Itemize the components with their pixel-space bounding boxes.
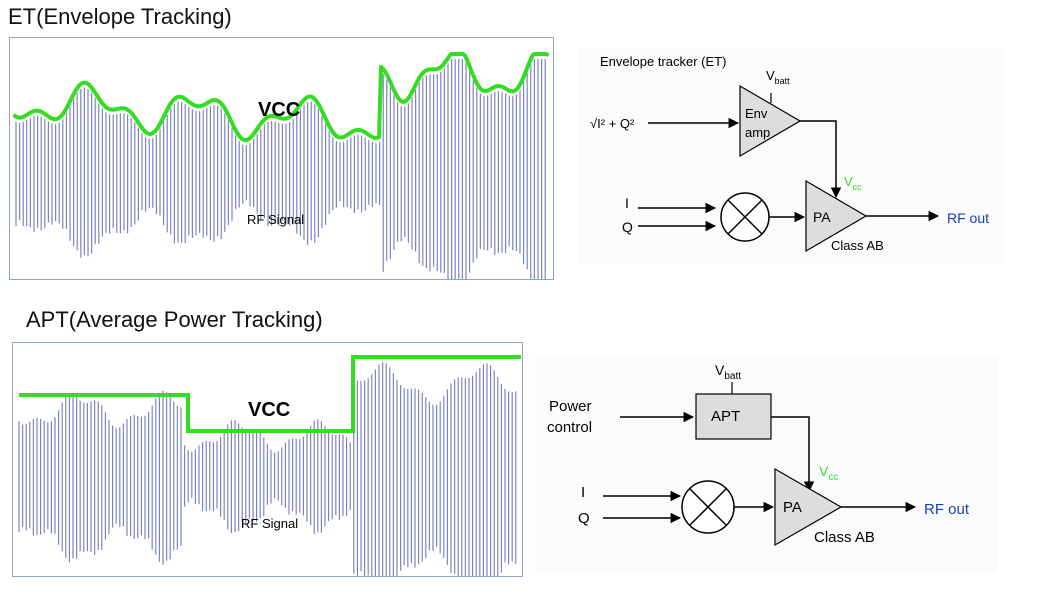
- et-env-amp-triangle: [739, 84, 802, 158]
- apt-power-label-2: control: [547, 419, 592, 436]
- et-block-diagram: Envelope tracker (ET) √I² + Q² Env amp V…: [578, 48, 1003, 263]
- et-waveform-panel: VCC RF Signal: [9, 37, 554, 280]
- apt-vcc-trace: [19, 355, 521, 433]
- et-mixer-icon: [720, 192, 770, 242]
- apt-block-diagram: Vbatt Power control APT Vcc I Q PA Class…: [535, 356, 998, 574]
- apt-i-label: I: [581, 484, 585, 501]
- apt-to-pa-arrow: [771, 416, 815, 493]
- apt-pa-class-label: Class AB: [814, 529, 875, 546]
- et-vcc-label: VCC: [258, 99, 300, 121]
- apt-diagram-canvas: Vbatt Power control APT Vcc I Q PA Class…: [547, 362, 970, 547]
- et-pa-triangle: [805, 179, 868, 253]
- apt-waveform-canvas: VCC RF Signal: [18, 355, 521, 576]
- et-env-amp-label-1: Env: [745, 106, 768, 121]
- et-waveform-canvas: VCC RF Signal: [13, 52, 549, 279]
- apt-pa-label: PA: [783, 499, 802, 516]
- et-diagram-title: Envelope tracker (ET): [600, 54, 726, 69]
- et-vcc-text: Vcc: [844, 174, 862, 192]
- et-vcc-trace: [13, 52, 549, 143]
- et-diagram-canvas: Envelope tracker (ET) √I² + Q² Env amp V…: [590, 54, 989, 253]
- et-vbatt-label: Vbatt: [766, 68, 790, 86]
- et-rf-label: RF Signal: [247, 212, 304, 227]
- apt-pa-triangle: [774, 467, 843, 547]
- et-i-label: I: [625, 195, 629, 211]
- apt-rf-label: RF Signal: [241, 516, 298, 531]
- et-env-amp-label-2: amp: [745, 125, 770, 140]
- apt-vcc-label: VCC: [248, 399, 290, 421]
- apt-q-label: Q: [578, 510, 590, 527]
- et-q-label: Q: [622, 219, 633, 235]
- et-heading: ET(Envelope Tracking): [8, 4, 232, 29]
- et-rf-out-label: RF out: [947, 210, 989, 226]
- apt-box: [695, 393, 772, 440]
- et-rf-signal: [15, 59, 546, 279]
- apt-waveform-panel: VCC RF Signal: [12, 342, 523, 577]
- apt-box-label: APT: [711, 408, 740, 425]
- apt-vcc-text: Vcc: [819, 463, 838, 483]
- apt-mixer-icon: [681, 480, 735, 534]
- apt-heading: APT(Average Power Tracking): [26, 307, 323, 332]
- et-env-to-pa-arrow: [800, 120, 842, 199]
- apt-rf-out-label: RF out: [924, 501, 970, 518]
- apt-vbatt-label: Vbatt: [715, 362, 741, 382]
- et-pa-class-label: Class AB: [831, 238, 884, 253]
- apt-power-label-1: Power: [549, 398, 592, 415]
- et-input-expression: √I² + Q²: [590, 116, 635, 131]
- et-pa-label: PA: [813, 209, 831, 225]
- apt-rf-signal: [18, 362, 517, 576]
